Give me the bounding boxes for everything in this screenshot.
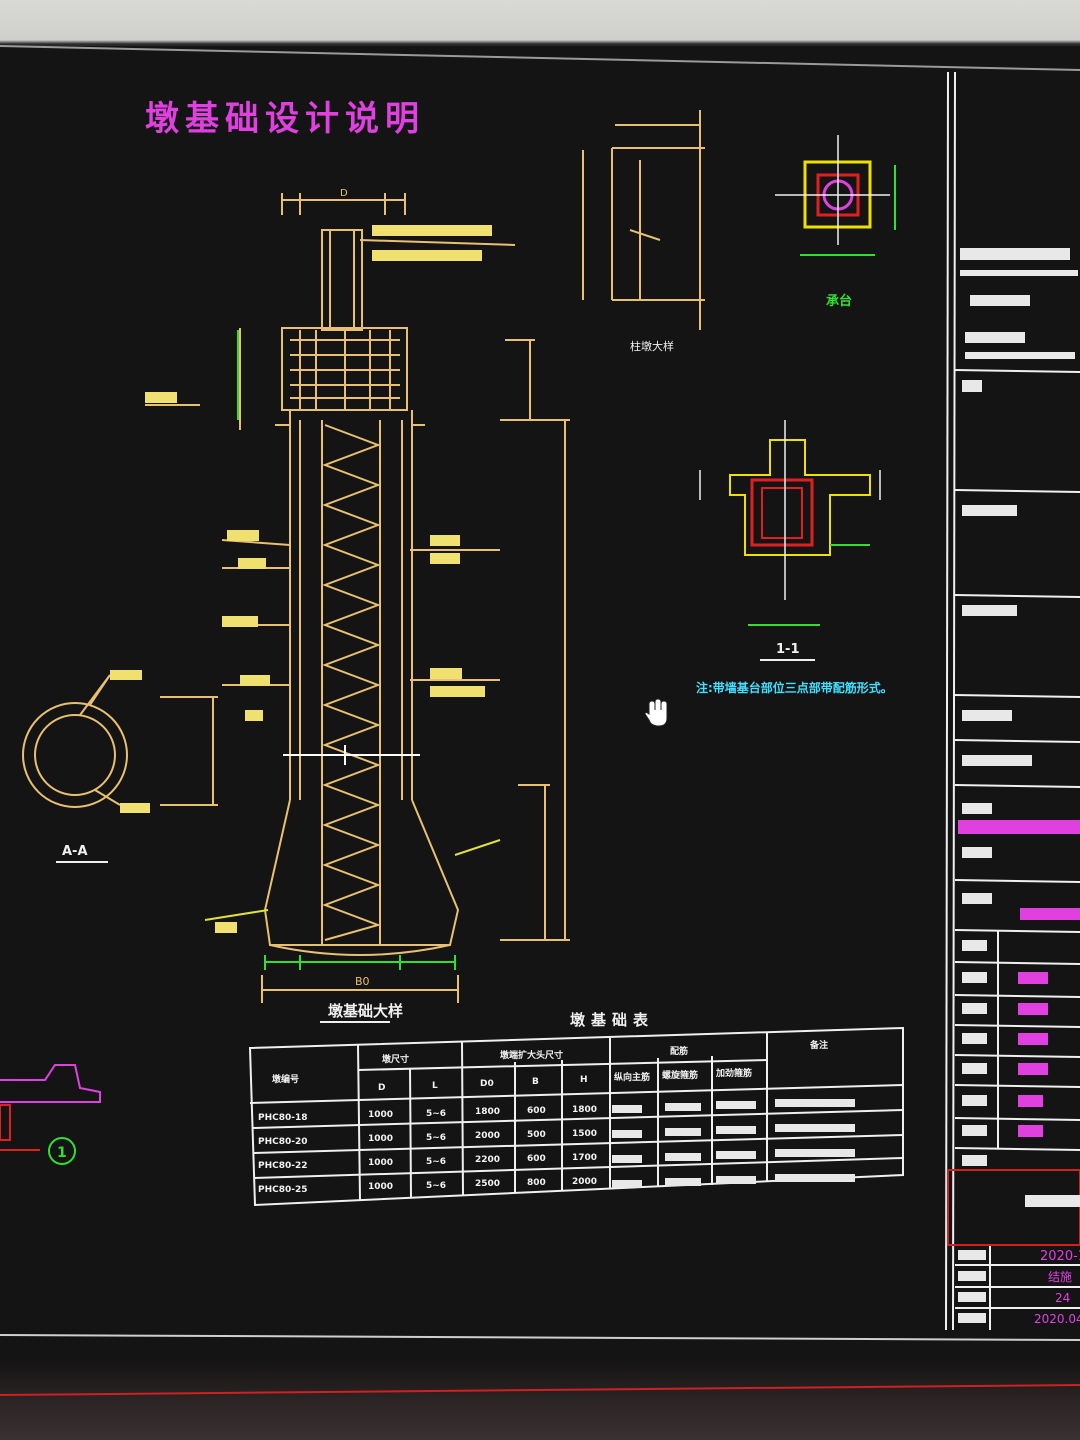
title-block-labels	[958, 248, 1080, 1323]
svg-text:螺旋箍筋: 螺旋箍筋	[662, 1069, 698, 1081]
svg-text:1800: 1800	[475, 1107, 500, 1117]
svg-text:1000: 1000	[368, 1110, 393, 1120]
svg-text:2000: 2000	[475, 1131, 500, 1141]
svg-text:承台: 承台	[826, 293, 852, 309]
dim-d-label: D	[340, 188, 348, 199]
svg-text:D0: D0	[480, 1079, 494, 1089]
cap-edge-detail	[582, 110, 705, 330]
title-date-top: 2020-1	[1040, 1249, 1080, 1264]
dim-b0-label: B0	[355, 975, 370, 988]
svg-text:5~6: 5~6	[426, 1109, 446, 1119]
pier-detail-label: 墩基础大样	[328, 1002, 403, 1020]
svg-text:2500: 2500	[475, 1179, 500, 1189]
svg-text:1700: 1700	[572, 1153, 597, 1163]
svg-text:1000: 1000	[368, 1134, 393, 1144]
svg-text:L: L	[432, 1081, 438, 1091]
table-header-size: 墩尺寸	[382, 1053, 409, 1065]
column-section-top	[775, 135, 896, 256]
cap-edge-label: 柱墩大样	[630, 339, 674, 353]
svg-text:加劲箍筋: 加劲箍筋	[715, 1067, 752, 1079]
table-header-bell: 墩端扩大头尺寸	[500, 1049, 563, 1061]
title-date-bottom: 2020.04.	[1034, 1312, 1080, 1326]
title-block-magenta	[958, 820, 1080, 1137]
table-header-rebar: 配筋	[670, 1045, 688, 1057]
svg-text:1800: 1800	[572, 1105, 597, 1115]
section-aa-label: A-A	[62, 844, 88, 859]
section-11-label: 1-1	[776, 642, 800, 657]
svg-text:D: D	[378, 1083, 385, 1093]
table-header-remark: 备注	[809, 1039, 828, 1051]
title-block	[945, 71, 1080, 1331]
partial-plan-left	[0, 1064, 101, 1165]
drawing-title: 墩基础设计说明	[145, 99, 425, 139]
note-text: 注:带墙基台部位三点部带配筋形式。	[696, 680, 893, 695]
table-row: PHC80-20 1000 5~6 2000 500 1500	[258, 1129, 597, 1147]
svg-text:B: B	[532, 1077, 539, 1087]
svg-text:600: 600	[527, 1154, 546, 1164]
title-sheet-no: 24	[1055, 1291, 1070, 1305]
svg-text:5~6: 5~6	[426, 1181, 446, 1191]
table-row: PHC80-18 1000 5~6 1800 600 1800	[258, 1105, 597, 1123]
svg-text:PHC80-22: PHC80-22	[258, 1161, 308, 1171]
svg-text:纵向主筋: 纵向主筋	[614, 1071, 650, 1083]
pier-annotations	[145, 225, 492, 933]
table-row: PHC80-25 1000 5~6 2500 800 2000	[258, 1177, 597, 1195]
hand-cursor-icon	[644, 698, 668, 727]
pier-table	[248, 1026, 904, 1207]
pier-detail	[145, 193, 570, 1003]
table-header-id: 墩编号	[272, 1073, 299, 1085]
pier-dimension-marks	[237, 330, 456, 970]
svg-text:1500: 1500	[572, 1129, 597, 1139]
svg-text:H: H	[580, 1075, 588, 1085]
svg-text:1000: 1000	[368, 1158, 393, 1168]
section-aa-drawing	[22, 674, 218, 808]
grid-bubble-label: 1	[57, 1145, 67, 1161]
title-scale: 结施	[1048, 1270, 1072, 1284]
svg-text:800: 800	[527, 1178, 546, 1188]
svg-text:PHC80-25: PHC80-25	[258, 1185, 308, 1195]
ground-lines	[204, 839, 501, 921]
svg-text:600: 600	[527, 1106, 546, 1116]
table-row: PHC80-22 1000 5~6 2200 600 1700	[258, 1153, 597, 1171]
svg-text:5~6: 5~6	[426, 1133, 446, 1143]
svg-text:PHC80-18: PHC80-18	[258, 1113, 308, 1123]
svg-text:5~6: 5~6	[426, 1157, 446, 1167]
level-marks	[283, 745, 420, 765]
svg-text:PHC80-20: PHC80-20	[258, 1137, 308, 1147]
section-11-drawing	[699, 420, 881, 626]
svg-text:1000: 1000	[368, 1182, 393, 1192]
svg-text:2200: 2200	[475, 1155, 500, 1165]
table-title: 墩基础表	[570, 1011, 654, 1029]
svg-text:500: 500	[527, 1130, 546, 1140]
svg-text:2000: 2000	[572, 1177, 597, 1187]
